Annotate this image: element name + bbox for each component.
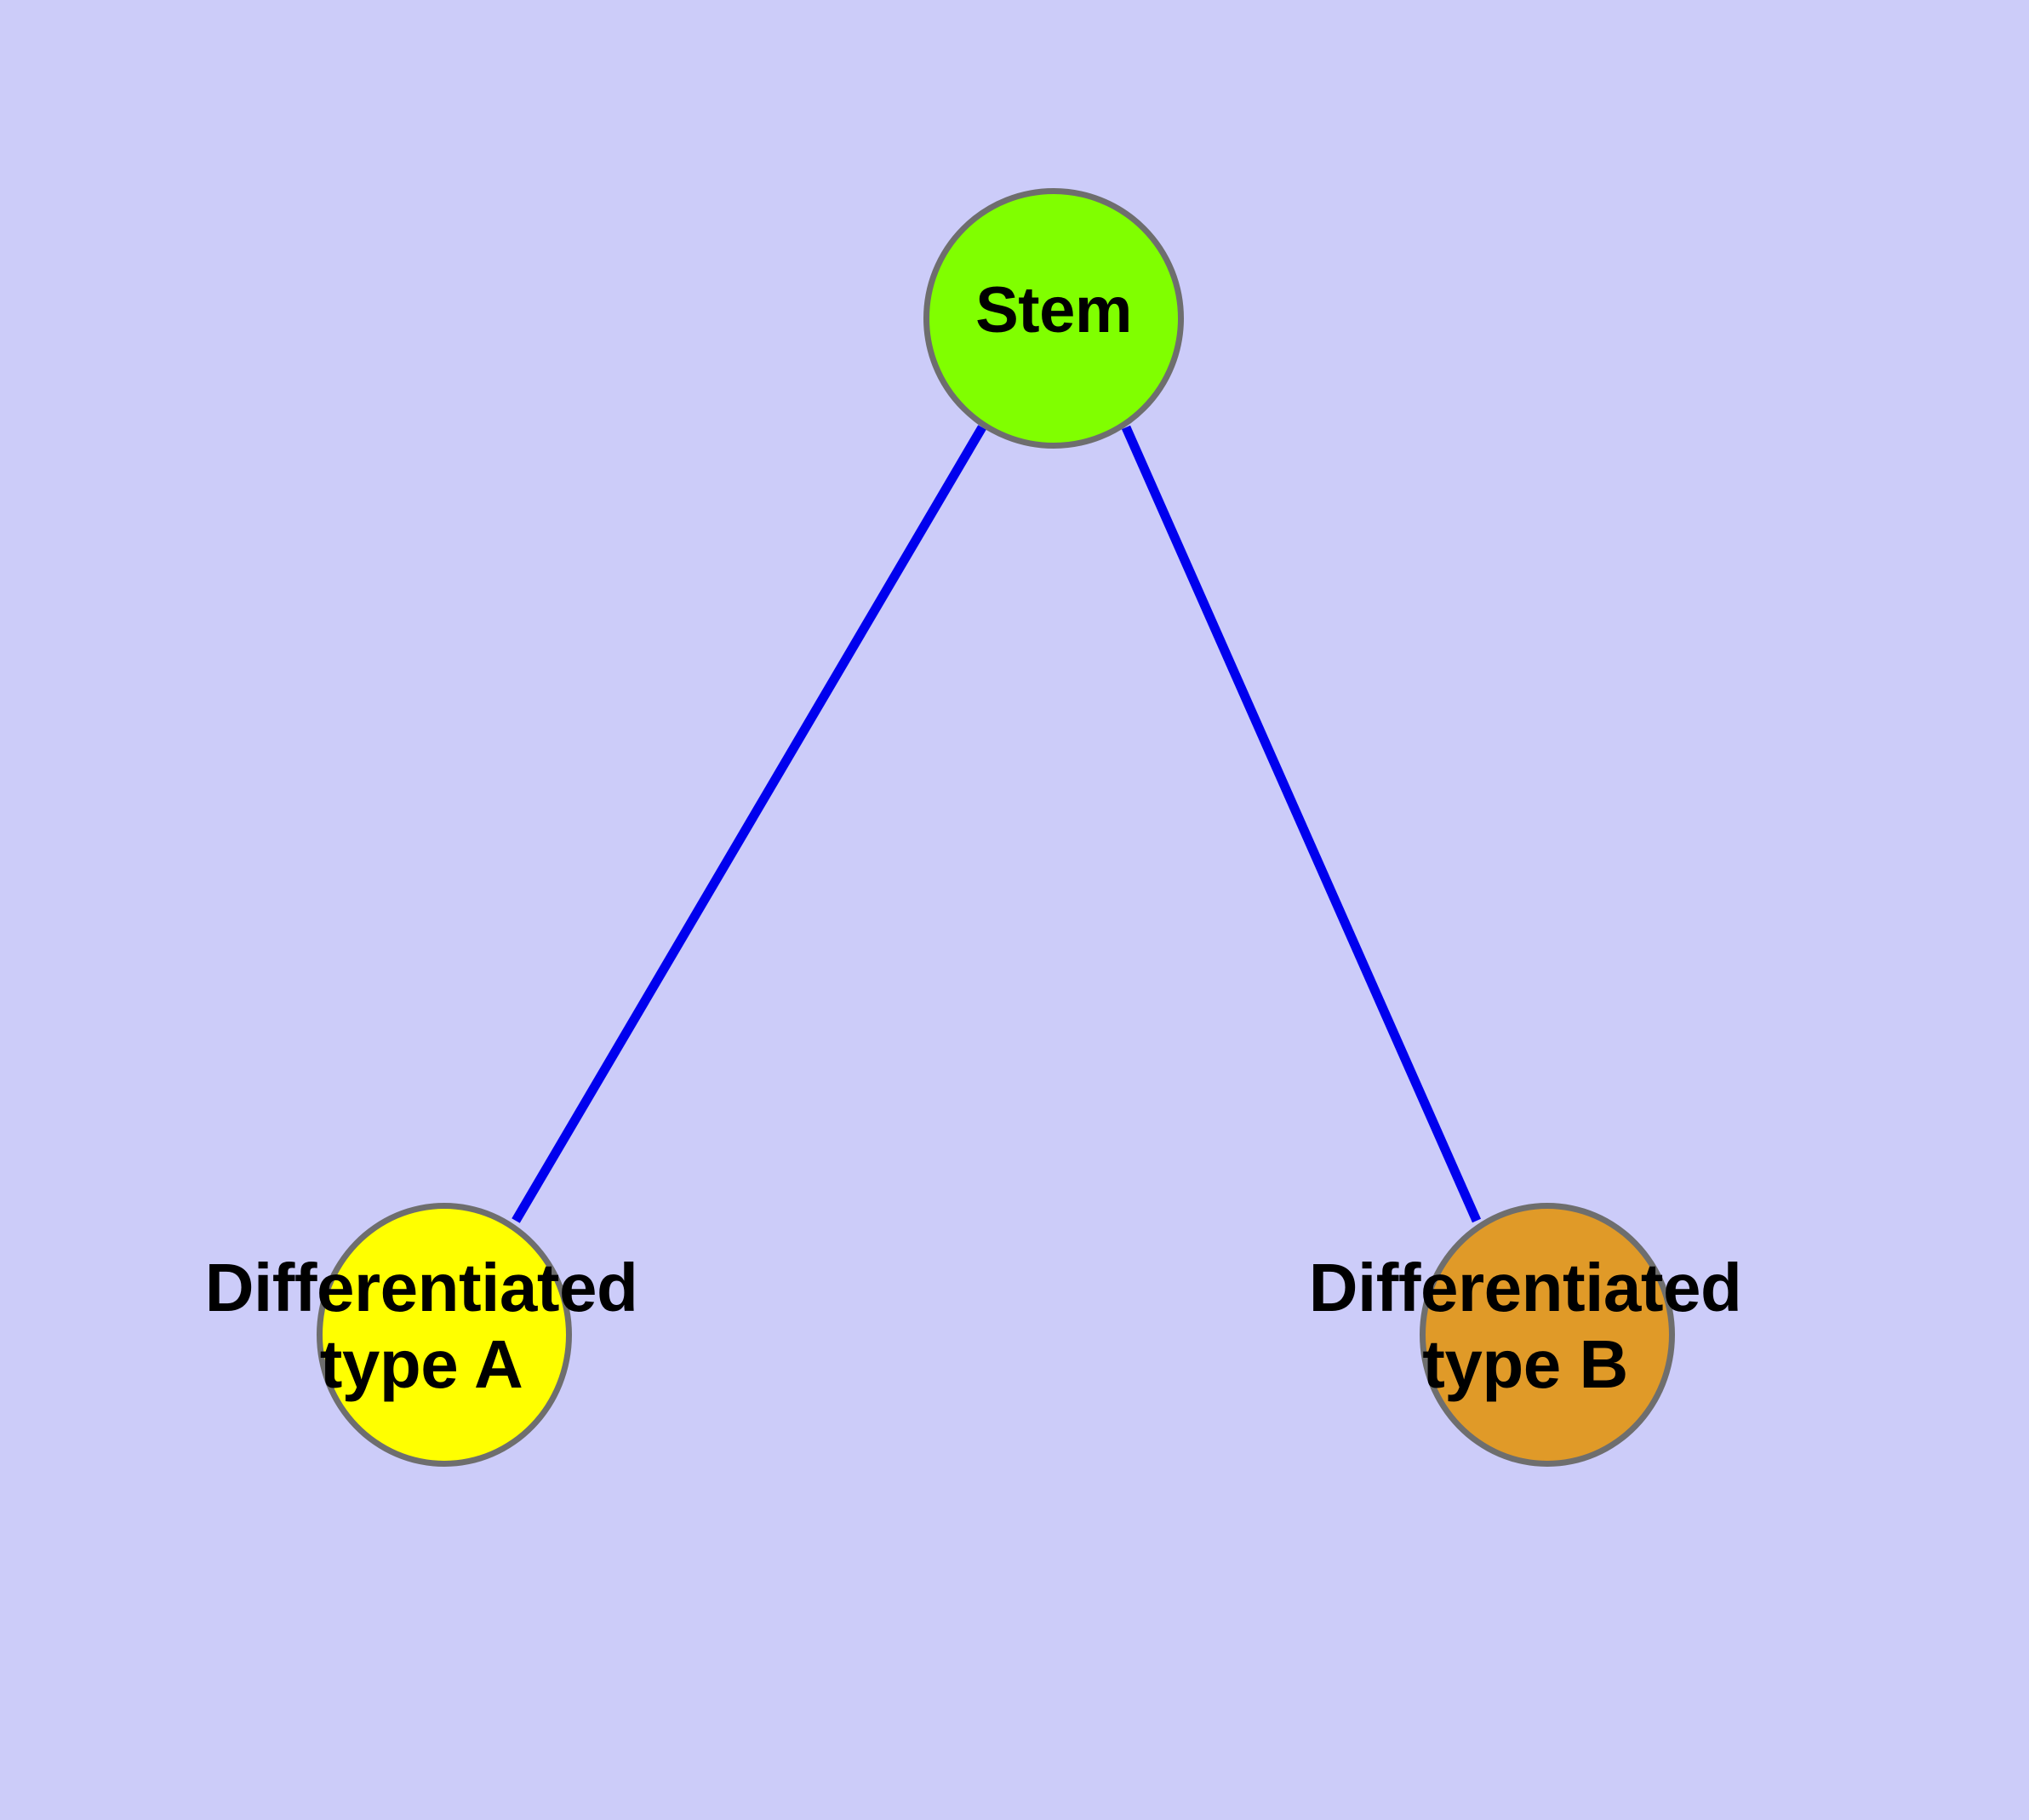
edge-stem-to-diff-a (512, 425, 986, 1223)
node-differentiated-type-a[interactable] (317, 1203, 572, 1467)
node-differentiated-type-b[interactable] (1420, 1203, 1675, 1467)
edge-stem-to-diff-b (1121, 425, 1482, 1223)
node-stem[interactable] (923, 188, 1184, 449)
